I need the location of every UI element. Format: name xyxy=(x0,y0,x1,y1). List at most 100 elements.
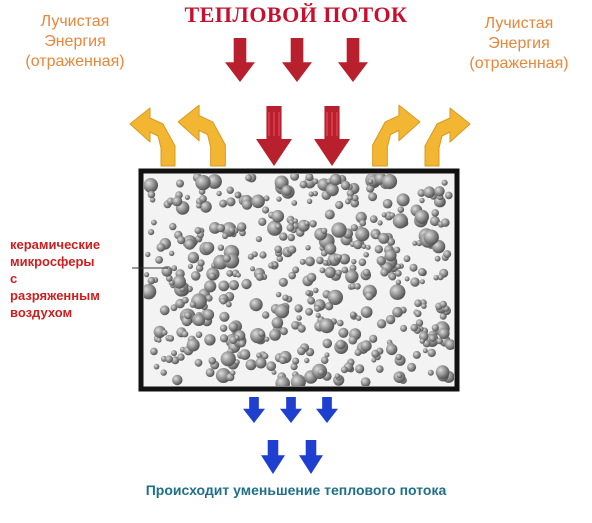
radiant-energy-label-right: Лучистая Энергия (отраженная) xyxy=(444,14,592,74)
microsphere xyxy=(360,340,372,352)
reflect-arrow-3 xyxy=(372,104,421,167)
microsphere xyxy=(196,203,202,209)
diagram-title: ТЕПЛОВОЙ ПОТОК xyxy=(184,2,408,27)
microsphere xyxy=(305,256,315,267)
microsphere xyxy=(364,291,374,301)
microsphere xyxy=(226,270,234,277)
reduced-heat-arrow-bottom-1 xyxy=(261,440,285,474)
microsphere xyxy=(226,197,236,207)
microsphere xyxy=(156,337,162,343)
material-label-line-4: разряженным xyxy=(10,288,100,303)
microsphere xyxy=(287,245,297,254)
microsphere xyxy=(419,197,425,204)
microsphere xyxy=(287,233,295,242)
microsphere xyxy=(355,227,370,242)
microsphere xyxy=(439,300,447,308)
microsphere xyxy=(400,324,408,332)
reduced-heat-arrow-top-1 xyxy=(243,397,265,423)
microsphere xyxy=(156,243,166,252)
microsphere xyxy=(346,189,355,198)
microsphere xyxy=(255,357,267,369)
microsphere xyxy=(181,296,189,304)
microsphere xyxy=(306,272,317,283)
microsphere xyxy=(314,305,321,312)
microsphere xyxy=(237,222,247,232)
microsphere xyxy=(341,266,349,274)
reflected-energy-arrows xyxy=(129,104,471,167)
microsphere xyxy=(382,198,393,209)
microsphere xyxy=(445,191,453,200)
microsphere xyxy=(297,324,306,333)
microsphere xyxy=(376,319,387,329)
microsphere xyxy=(169,250,175,256)
microsphere xyxy=(349,311,357,318)
reflect-arrow-4 xyxy=(424,107,471,167)
microsphere xyxy=(381,212,387,218)
microsphere xyxy=(165,355,173,364)
microsphere xyxy=(193,314,206,327)
microsphere xyxy=(374,245,383,254)
microsphere xyxy=(166,197,175,205)
microsphere xyxy=(161,265,173,277)
microsphere xyxy=(376,365,384,373)
microsphere xyxy=(427,348,436,358)
microsphere xyxy=(376,256,386,266)
microsphere xyxy=(340,180,351,191)
microsphere xyxy=(445,339,454,350)
microsphere xyxy=(205,368,215,377)
microsphere xyxy=(338,327,349,338)
microsphere xyxy=(177,353,185,361)
microsphere xyxy=(171,356,180,365)
microsphere xyxy=(350,224,358,232)
microsphere xyxy=(441,218,450,227)
microsphere xyxy=(187,251,200,264)
microsphere xyxy=(290,363,298,371)
microsphere xyxy=(409,263,418,272)
reflect-arrow-1 xyxy=(129,107,176,167)
microsphere xyxy=(369,215,378,224)
microsphere xyxy=(353,239,363,250)
microsphere xyxy=(308,191,314,197)
microsphere xyxy=(380,268,389,277)
microsphere xyxy=(228,280,239,291)
heat-flow-arrows xyxy=(225,38,368,166)
radiant-left-line-3: (отраженная) xyxy=(25,53,125,70)
microsphere xyxy=(262,206,270,214)
microsphere xyxy=(208,272,216,280)
ceramic-microspheres-label: керамические микросферы с разряженным во… xyxy=(10,236,140,321)
microsphere xyxy=(202,241,215,254)
microsphere xyxy=(335,200,344,210)
microsphere xyxy=(292,266,300,274)
microsphere xyxy=(195,174,211,191)
microsphere xyxy=(369,334,378,343)
microsphere xyxy=(368,192,378,202)
microsphere xyxy=(271,369,277,375)
microsphere xyxy=(434,186,445,197)
microsphere xyxy=(219,324,228,332)
microsphere xyxy=(433,275,439,281)
radiant-energy-label-left: Лучистая Энергия (отраженная) xyxy=(0,12,150,72)
microsphere xyxy=(251,194,265,209)
microsphere xyxy=(219,199,228,208)
microsphere xyxy=(435,365,450,380)
microsphere xyxy=(170,304,178,312)
microsphere xyxy=(228,321,239,332)
microsphere xyxy=(225,301,232,308)
microsphere xyxy=(299,180,308,189)
microsphere xyxy=(200,200,212,213)
microsphere xyxy=(219,311,230,322)
microsphere xyxy=(250,266,255,272)
microsphere xyxy=(172,196,183,207)
microsphere xyxy=(305,245,311,251)
microsphere xyxy=(434,255,441,262)
microsphere xyxy=(339,253,350,265)
microsphere xyxy=(204,280,217,293)
microsphere xyxy=(286,223,295,232)
microsphere xyxy=(245,359,257,371)
reduced-heat-arrow-bottom-2 xyxy=(299,440,323,474)
microsphere xyxy=(274,304,290,319)
material-label-line-3: с xyxy=(10,271,18,286)
microsphere xyxy=(144,178,158,193)
microsphere xyxy=(392,306,403,318)
microsphere xyxy=(153,363,160,370)
